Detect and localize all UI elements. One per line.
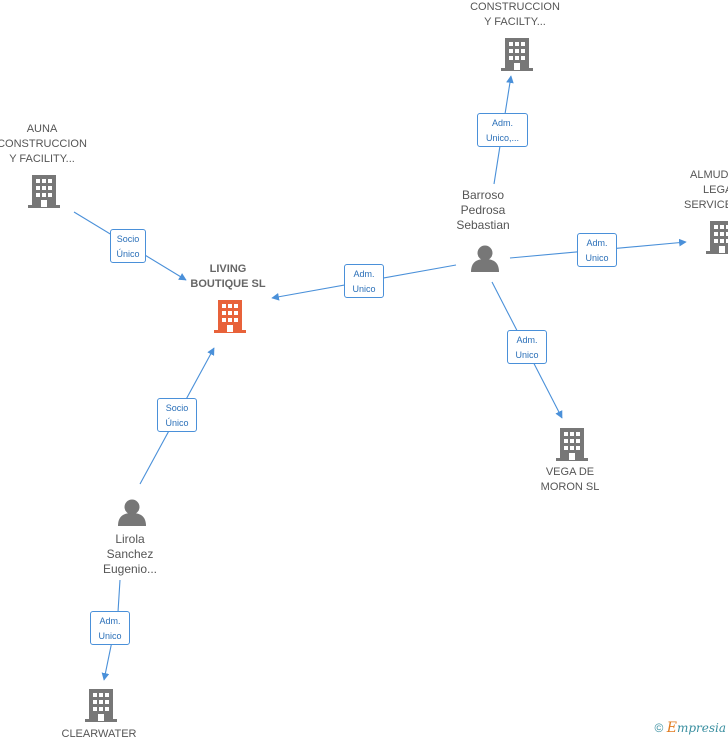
edge-label-line1: Adm. bbox=[353, 269, 375, 279]
edge-label-line2: Unico bbox=[98, 631, 122, 641]
main-company-building-icon[interactable] bbox=[214, 300, 246, 333]
edge-label-line1: Socio bbox=[116, 234, 140, 244]
empresia-brand[interactable]: © Empresia bbox=[655, 720, 726, 736]
almud-company-label[interactable]: ALMUD LEGA SERVICE bbox=[684, 168, 728, 213]
edge-label-line2: Unico bbox=[585, 253, 609, 263]
top-company-label[interactable]: CONSTRUCCION Y FACILTY... bbox=[455, 0, 575, 30]
barroso-person-label[interactable]: Barroso Pedrosa Sebastian bbox=[433, 188, 533, 233]
auna-name-line3: Y FACILITY... bbox=[9, 153, 75, 165]
edge-label-line1: Adm. bbox=[516, 335, 538, 345]
clearwater-building-icon[interactable] bbox=[85, 689, 117, 722]
copyright-icon: © bbox=[654, 721, 664, 735]
auna-company-label[interactable]: AUNA CONSTRUCCION Y FACILITY... bbox=[0, 122, 92, 167]
lirola-name-line1: Lirola bbox=[115, 532, 145, 546]
main-company-label[interactable]: LIVING BOUTIQUE SL bbox=[178, 262, 278, 292]
edge-label-line1: Socio bbox=[165, 403, 189, 413]
barroso-person-icon[interactable] bbox=[471, 245, 499, 273]
edge-label-lirola-clearwater[interactable]: Adm. Unico bbox=[90, 611, 130, 645]
edge-label-barroso-living[interactable]: Adm. Unico bbox=[344, 264, 384, 298]
vega-name-line1: VEGA DE bbox=[545, 466, 595, 478]
lirola-person-label[interactable]: Lirola Sanchez Eugenio... bbox=[80, 532, 180, 577]
brand-name: mpresia bbox=[676, 721, 726, 735]
edge-label-line1: Adm. bbox=[99, 616, 121, 626]
almud-name-line3: SERVICE bbox=[684, 199, 728, 211]
barroso-name-line1: Barroso bbox=[461, 188, 505, 202]
lirola-person-icon[interactable] bbox=[118, 499, 146, 527]
edge-label-line1: Adm. bbox=[491, 118, 513, 128]
vega-building-icon[interactable] bbox=[556, 428, 588, 461]
edge-label-line1: Adm. bbox=[586, 238, 608, 248]
edge-label-line2: Único bbox=[116, 249, 140, 259]
clearwater-name-line1: CLEARWATER bbox=[61, 728, 137, 740]
edge-label-barroso-vega[interactable]: Adm. Unico bbox=[507, 330, 547, 364]
vega-company-label[interactable]: VEGA DE MORON SL bbox=[520, 465, 620, 495]
edge-label-lirola-living[interactable]: Socio Único bbox=[157, 398, 197, 432]
auna-building-icon[interactable] bbox=[28, 175, 60, 208]
almud-name-line1: ALMUD bbox=[690, 169, 728, 181]
vega-name-line2: MORON SL bbox=[540, 481, 600, 493]
edge-label-line2: Unico bbox=[515, 350, 539, 360]
barroso-name-line2: Pedrosa bbox=[460, 203, 506, 217]
almud-building-icon[interactable] bbox=[706, 221, 728, 254]
brand-logo-letter: E bbox=[666, 720, 677, 736]
main-company-name-line1: LIVING bbox=[209, 263, 247, 275]
top-company-building-icon[interactable] bbox=[501, 38, 533, 71]
edge-label-line2: Único bbox=[165, 418, 189, 428]
clearwater-company-label[interactable]: CLEARWATER bbox=[49, 727, 149, 742]
almud-name-line2: LEGA bbox=[703, 184, 728, 196]
top-company-name-line2: Y FACILTY... bbox=[484, 16, 546, 28]
edge-label-line2: Unico bbox=[352, 284, 376, 294]
lirola-name-line3: Eugenio... bbox=[102, 562, 158, 576]
edge-label-barroso-almud[interactable]: Adm. Unico bbox=[577, 233, 617, 267]
edge-label-barroso-top[interactable]: Adm. Unico,... bbox=[477, 113, 528, 147]
auna-name-line1: AUNA bbox=[26, 123, 58, 135]
lirola-name-line2: Sanchez bbox=[106, 547, 154, 561]
edge-label-auna-living[interactable]: Socio Único bbox=[110, 229, 146, 263]
barroso-name-line3: Sebastian bbox=[456, 218, 510, 232]
top-company-name-line1: CONSTRUCCION bbox=[470, 1, 560, 13]
edge-label-line2: Unico,... bbox=[485, 133, 519, 143]
auna-name-line2: CONSTRUCCION bbox=[0, 138, 87, 150]
main-company-name-line2: BOUTIQUE SL bbox=[190, 278, 266, 290]
